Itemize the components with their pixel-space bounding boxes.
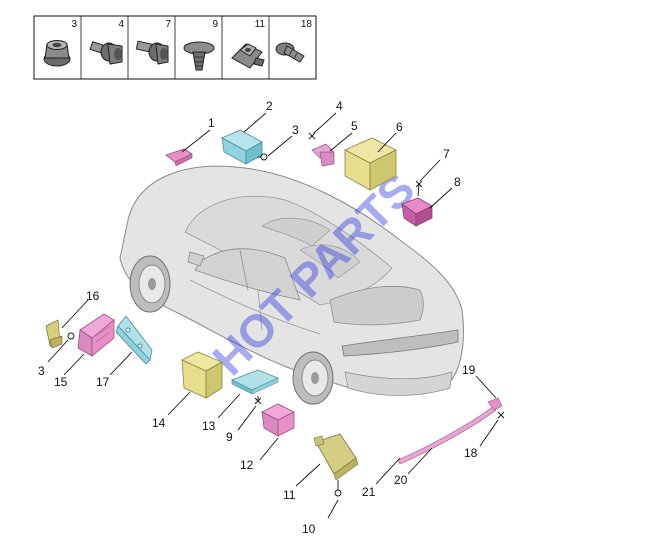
callout-11: 11 xyxy=(283,488,296,502)
callout-8: 8 xyxy=(454,175,461,189)
callout-10: 10 xyxy=(302,522,316,536)
callout-7: 7 xyxy=(443,147,450,161)
callout-13: 13 xyxy=(202,419,216,433)
callout-5: 5 xyxy=(351,119,358,133)
screw-marker xyxy=(497,411,505,419)
part-2-control-module xyxy=(221,129,263,165)
part-20-antenna xyxy=(397,397,503,465)
nut-marker xyxy=(67,332,75,340)
screw-icon xyxy=(275,42,305,63)
callout-3: 3 xyxy=(38,364,45,378)
callout-15: 15 xyxy=(54,375,68,389)
callout-18: 18 xyxy=(464,446,478,460)
callout-9: 9 xyxy=(226,430,233,444)
part-13-control-module xyxy=(231,369,280,395)
leader-lines xyxy=(47,112,505,519)
rear-wheel xyxy=(292,351,334,405)
fastener-table: 3 4 7 9 11 18 xyxy=(33,15,317,80)
flange-bolt-icon xyxy=(89,41,123,65)
part-8-sensor xyxy=(401,197,433,227)
fastener-number: 9 xyxy=(212,19,218,30)
part-6-control-module xyxy=(344,137,397,191)
callout-3: 3 xyxy=(292,123,299,137)
callout-12: 12 xyxy=(240,458,254,472)
fastener-number: 7 xyxy=(165,19,171,30)
part-1-sensor xyxy=(165,148,193,167)
screw-marker xyxy=(308,132,316,140)
callout-19: 19 xyxy=(462,363,476,377)
screw-marker xyxy=(415,180,423,188)
screw-icon xyxy=(183,41,215,71)
part-5-bracket xyxy=(311,143,335,167)
flange-nut-icon xyxy=(43,40,71,67)
callout-4: 4 xyxy=(336,99,343,113)
callout-14: 14 xyxy=(152,416,166,430)
fastener-number: 4 xyxy=(118,19,124,30)
screw-marker xyxy=(254,397,262,405)
fastener-number: 3 xyxy=(71,19,77,30)
nut-marker xyxy=(260,153,268,161)
part-11-control-module xyxy=(313,433,359,481)
fastener-number: 11 xyxy=(255,19,266,30)
callout-16: 16 xyxy=(86,289,100,303)
part-17-bracket xyxy=(115,315,153,365)
nut-marker xyxy=(334,489,342,497)
vehicle-body xyxy=(119,165,464,405)
fastener-number: 18 xyxy=(301,19,313,30)
callout-20: 20 xyxy=(394,473,408,487)
part-15-control-module xyxy=(77,313,115,357)
part-12-control-module xyxy=(261,403,295,437)
callout-6: 6 xyxy=(396,120,403,134)
callout-17: 17 xyxy=(96,375,110,389)
clip-nut-icon xyxy=(231,43,265,69)
flange-bolt-icon xyxy=(135,40,169,65)
part-16-bracket xyxy=(45,319,63,349)
callout-21: 21 xyxy=(362,485,376,499)
callout-2: 2 xyxy=(266,99,273,113)
part-14-control-module xyxy=(181,351,223,399)
callout-numbers: 1 2 3 4 5 6 7 8 16 3 15 17 14 13 9 12 11… xyxy=(38,99,478,536)
front-wheel xyxy=(129,255,171,313)
callout-1: 1 xyxy=(208,116,215,130)
